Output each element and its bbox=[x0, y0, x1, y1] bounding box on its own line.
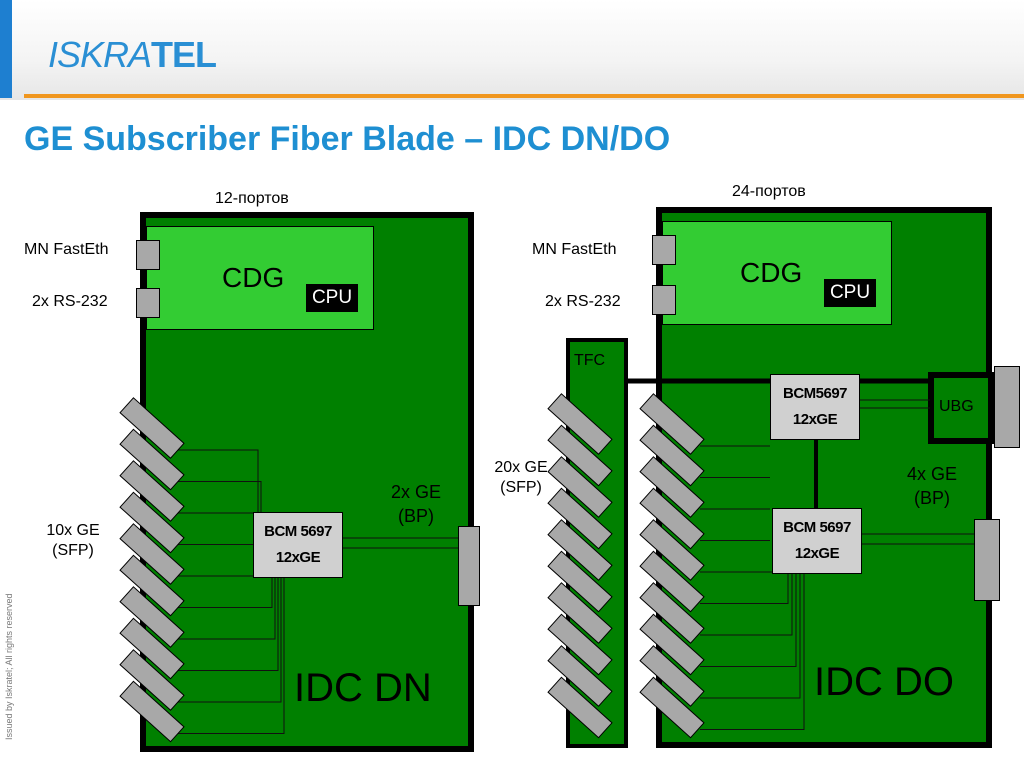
right-bp-label: 4x GE(BP) bbox=[906, 464, 958, 508]
right-cdg-module bbox=[662, 221, 892, 325]
tfc-sfp-cage-3 bbox=[547, 456, 613, 518]
right-blade-name: IDC DO bbox=[814, 660, 954, 704]
left-sfp-cage-4 bbox=[119, 491, 185, 554]
right-sfp-cage-8 bbox=[639, 613, 705, 676]
tfc-sfp-cage-10 bbox=[547, 676, 613, 739]
right-backplane-connector bbox=[974, 519, 1000, 601]
right-rs232-port bbox=[652, 285, 676, 315]
tfc-sfp-cage-9 bbox=[547, 645, 613, 707]
right-sfp-cage-9 bbox=[639, 645, 705, 707]
right-rs232-label: 2x RS-232 bbox=[545, 293, 621, 310]
left-mn-label: MN FastEth bbox=[24, 241, 109, 258]
trace bbox=[178, 578, 276, 640]
right-mn-port bbox=[652, 235, 676, 265]
left-cpu-badge: CPU bbox=[306, 284, 358, 312]
right-wiring bbox=[700, 399, 974, 730]
trace bbox=[178, 449, 259, 578]
trace bbox=[178, 481, 262, 578]
iskratel-logo: ISKRATEL bbox=[48, 34, 217, 75]
left-backplane-connector bbox=[458, 526, 480, 606]
page-title: GE Subscriber Fiber Blade – IDC DN/DO bbox=[24, 120, 671, 158]
header-bar bbox=[0, 0, 1024, 100]
trace bbox=[700, 574, 793, 636]
left-bp-label: 2x GE(BP) bbox=[390, 482, 442, 526]
left-sfp-cage-8 bbox=[119, 617, 185, 680]
trace bbox=[700, 574, 805, 730]
header-accent-strip bbox=[0, 0, 12, 98]
tfc-label: TFC bbox=[574, 352, 606, 369]
tfc-sfp-cage-8 bbox=[547, 613, 613, 676]
ubg-label: UBG bbox=[939, 398, 974, 415]
left-sfp-cages bbox=[119, 397, 185, 743]
right-sfp-cage-1 bbox=[639, 393, 705, 455]
right-sfp-cage-10 bbox=[639, 676, 705, 739]
left-sfp-cage-5 bbox=[119, 523, 185, 585]
left-sfp-cage-7 bbox=[119, 586, 185, 648]
tfc-sfp-cage-4 bbox=[547, 487, 613, 550]
right-sfp-cage-5 bbox=[639, 519, 705, 581]
left-sfp-cage-3 bbox=[119, 460, 185, 522]
right-mn-label: MN FastEth bbox=[532, 241, 617, 258]
right-sfp-label: 20x GE(SFP) bbox=[494, 459, 548, 496]
trace bbox=[700, 574, 789, 604]
left-sfp-cage-6 bbox=[119, 554, 185, 617]
left-ports-label: 12-портов bbox=[215, 190, 289, 207]
left-rs232-label: 2x RS-232 bbox=[32, 293, 108, 310]
left-sfp-cage-1 bbox=[119, 397, 185, 459]
left-sfp-cage-2 bbox=[119, 428, 185, 491]
left-cdg-label: CDG bbox=[222, 262, 285, 293]
right-cdg-label: CDG bbox=[740, 257, 803, 288]
tfc-sfp-cage-1 bbox=[547, 393, 613, 455]
left-rs232-port bbox=[136, 288, 160, 318]
left-mn-port bbox=[136, 240, 160, 270]
right-sfp-cage-4 bbox=[639, 487, 705, 550]
right-sfp-cage-2 bbox=[639, 424, 705, 487]
left-sfp-cage-9 bbox=[119, 649, 185, 711]
right-sfp-cages bbox=[639, 393, 705, 739]
tfc-sfp-cage-6 bbox=[547, 550, 613, 613]
trace bbox=[178, 578, 279, 671]
right-sfp-cage-6 bbox=[639, 550, 705, 613]
tfc-sfp-cage-5 bbox=[547, 519, 613, 581]
trace bbox=[178, 578, 282, 703]
right-sfp-cage-3 bbox=[639, 456, 705, 518]
tfc-sfp-cage-2 bbox=[547, 424, 613, 487]
right-sfp-cage-7 bbox=[639, 582, 705, 644]
trace bbox=[178, 578, 285, 734]
right-ports-label: 24-портов bbox=[732, 183, 806, 200]
ubg-connector bbox=[994, 366, 1020, 448]
header-divider bbox=[24, 94, 1024, 98]
tfc-sfp-cages bbox=[547, 393, 613, 739]
trace bbox=[178, 578, 273, 608]
ubg-module bbox=[928, 372, 994, 444]
left-sfp-cage-10 bbox=[119, 680, 185, 743]
left-cdg-module bbox=[146, 226, 374, 330]
left-sfp-label: 10x GE(SFP) bbox=[46, 522, 100, 559]
trace bbox=[178, 512, 265, 578]
right-cpu-badge: CPU bbox=[824, 279, 876, 307]
left-blade-name: IDC DN bbox=[294, 666, 432, 710]
tfc-sfp-cage-7 bbox=[547, 582, 613, 644]
trace bbox=[700, 574, 801, 699]
trace bbox=[700, 574, 797, 667]
